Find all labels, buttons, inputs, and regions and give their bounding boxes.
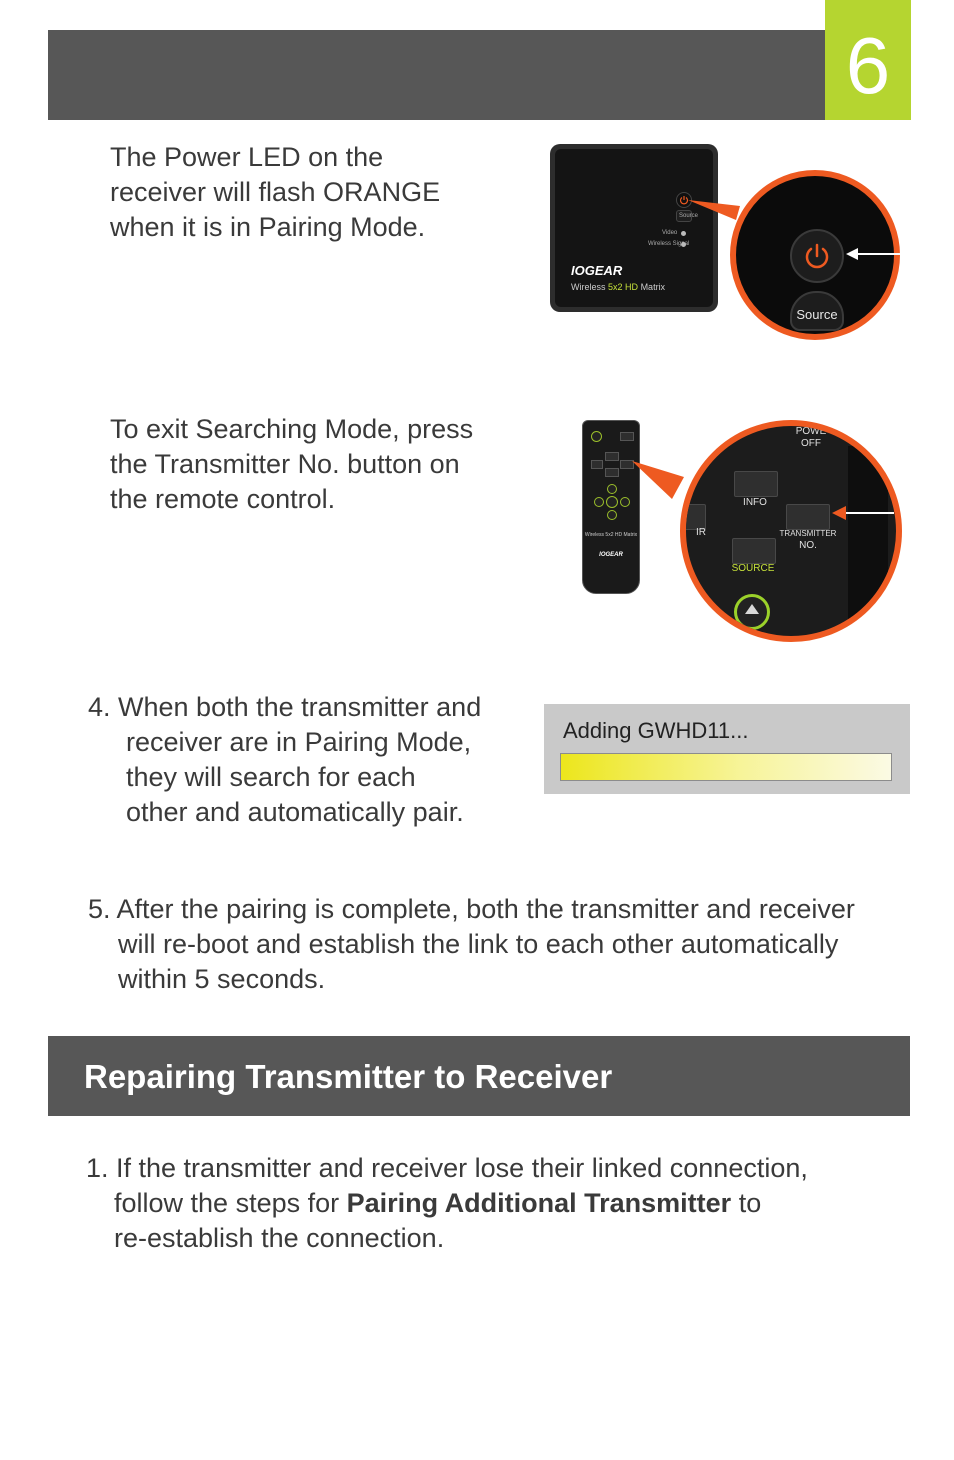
- receiver-video-label: Video: [662, 230, 678, 236]
- receiver-model-title: Wireless 5x2 HD Matrix: [571, 282, 665, 292]
- text-line: To exit Searching Mode, press: [110, 414, 474, 444]
- wireless-signal-indicator-dot: [681, 242, 686, 247]
- power-icon: [679, 196, 689, 205]
- remote-ok-button: [606, 496, 618, 508]
- remote-model-title: Wireless 5x2 HD Matrix: [584, 532, 638, 538]
- zoom-transmitter-button: [786, 504, 830, 530]
- header-bar: [48, 30, 825, 120]
- title-suffix: Matrix: [640, 282, 666, 292]
- pointer-arrow-icon: [846, 248, 902, 260]
- zoom-source-button: [790, 291, 844, 331]
- receiver-source-label: Source: [679, 213, 699, 219]
- receiver-wireless-signal-label: Wireless Signal: [648, 241, 690, 247]
- receiver-brand-logo: IOGEAR: [571, 263, 623, 278]
- text-line: receiver are in Pairing Mode,: [126, 727, 472, 757]
- text-line: 5. After the pairing is complete, both t…: [88, 894, 855, 924]
- section-header-bar: [48, 1036, 910, 1116]
- remote-transmitter-button: [620, 460, 634, 469]
- section-title: Repairing Transmitter to Receiver: [84, 1058, 613, 1095]
- text-line: 1. If the transmitter and receiver lose …: [86, 1153, 808, 1183]
- step-5-text: 5. After the pairing is complete, both t…: [88, 892, 855, 997]
- receiver-front-panel: [555, 149, 713, 307]
- text-line: when it is in Pairing Mode.: [110, 212, 426, 242]
- zoom-source-label: SOURCE: [731, 563, 775, 574]
- page-number: 6: [845, 21, 891, 110]
- zoom-power-off-label-top: POWE: [795, 426, 827, 437]
- text-line: The Power LED on the: [110, 142, 384, 172]
- video-indicator-dot: [681, 231, 686, 236]
- remote-down-button: [607, 510, 617, 520]
- zoom-source-label: Source: [796, 307, 838, 322]
- remote-brand-logo: IOGEAR: [599, 552, 623, 558]
- zoom-transmitter-label-top: TRANSMITTER: [779, 529, 837, 538]
- text-line: within 5 seconds.: [118, 964, 326, 994]
- receiver-led-instruction: The Power LED on the receiver will flash…: [110, 140, 440, 245]
- text-line: receiver will flash ORANGE: [110, 177, 441, 207]
- pointer-arrow-icon: [832, 506, 894, 520]
- callout-connector-2: [632, 461, 684, 499]
- text-span: to: [731, 1188, 762, 1218]
- text-line: other and automatically pair.: [126, 797, 464, 827]
- text-line: the Transmitter No. button on: [110, 449, 460, 479]
- zoom-ir-button: [686, 504, 706, 530]
- title-highlight: 5x2 HD: [608, 282, 639, 292]
- text-line: 4. When both the transmitter and: [88, 692, 482, 722]
- power-icon: [805, 243, 829, 269]
- pairing-progress-text: Adding GWHD11...: [563, 718, 749, 743]
- remote-right-button: [620, 497, 630, 507]
- zoom-transmitter-label-bottom: NO.: [799, 540, 817, 551]
- bold-reference: Pairing Additional Transmitter: [346, 1188, 732, 1218]
- receiver-source-button: [676, 210, 692, 222]
- exit-search-instruction: To exit Searching Mode, press the Transm…: [110, 412, 473, 517]
- text-span: follow the steps for: [114, 1188, 347, 1218]
- remote-up-button: [607, 484, 617, 494]
- text-line: they will search for each: [126, 762, 416, 792]
- zoom-info-button: [734, 471, 778, 497]
- text-line: the remote control.: [110, 484, 336, 514]
- remote-power-off-button: [620, 432, 634, 441]
- zoom-power-off-label-bottom: OFF: [801, 438, 821, 449]
- up-arrow-icon: [745, 604, 759, 614]
- step-4-text: 4. When both the transmitter and receive…: [88, 690, 481, 830]
- zoom-ir-label: IR: [696, 527, 706, 538]
- remote-left-button: [594, 497, 604, 507]
- pairing-progress-fill: [561, 754, 891, 780]
- remote-ir-button: [591, 460, 603, 469]
- callout-connector-1: [688, 200, 740, 220]
- remote-edge-shadow: [848, 446, 888, 636]
- remote-power-on-button: [591, 431, 602, 442]
- text-line: will re-boot and establish the link to e…: [118, 929, 839, 959]
- zoom-info-label: INFO: [743, 497, 767, 508]
- text-line: re-establish the connection.: [114, 1223, 445, 1253]
- remote-zoom-callout: POWE OFF INFO IR TRANSMITTER NO. SOURCE: [680, 420, 902, 642]
- title-prefix: Wireless: [571, 282, 606, 292]
- repair-step-1-text: 1. If the transmitter and receiver lose …: [86, 1151, 808, 1256]
- remote-info-button: [605, 452, 619, 461]
- page-number-badge: [825, 0, 911, 120]
- remote-source-button: [605, 468, 619, 477]
- text-line: follow the steps for Pairing Additional …: [86, 1186, 808, 1221]
- zoom-source-button: [732, 538, 776, 564]
